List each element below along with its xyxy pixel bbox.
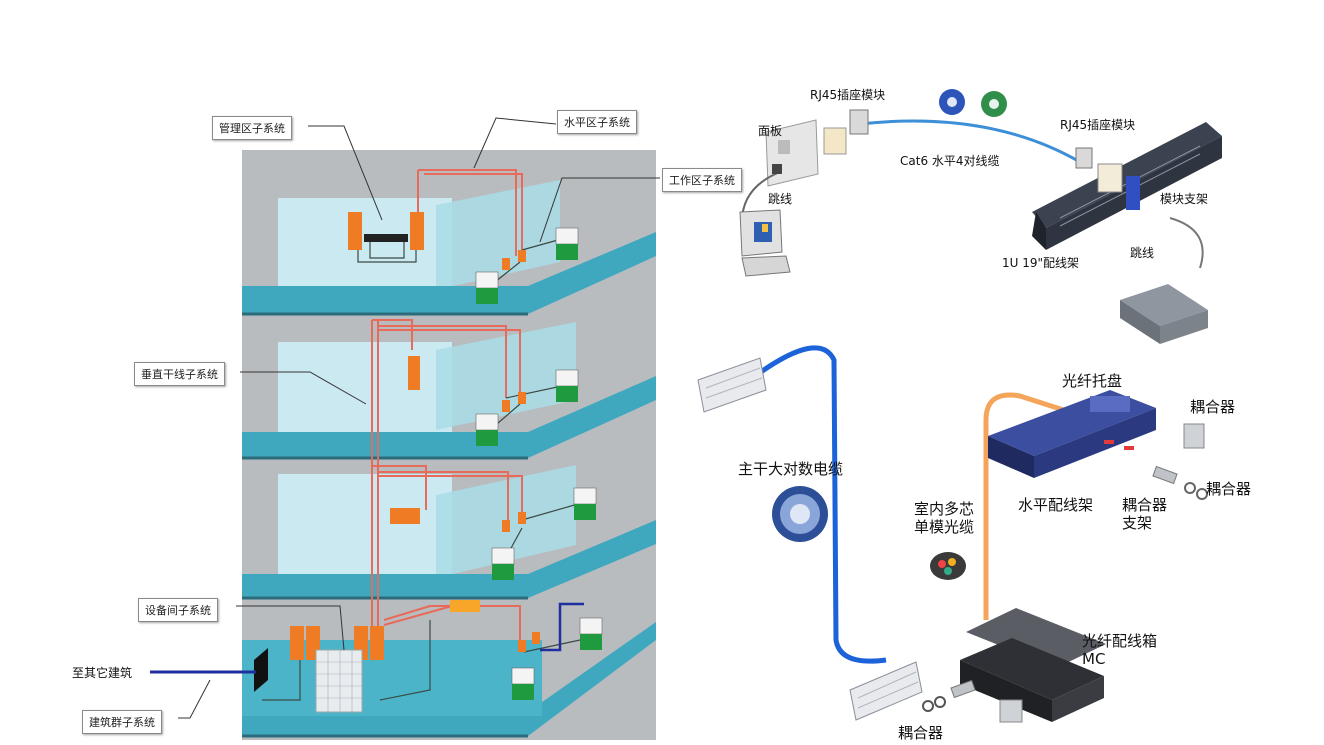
patch-cord-plug-left	[772, 164, 782, 174]
floor1-connector	[450, 600, 480, 612]
patch-cord-right-line	[1169, 217, 1204, 269]
floor3-rack	[408, 356, 420, 390]
fiber-distribution-box-icon	[960, 608, 1106, 722]
callout-building-group-subsystem: 建筑群子系统	[82, 710, 162, 734]
label-indoor-fiber-cable: 室内多芯 单模光缆	[914, 500, 974, 536]
splice-tray-icon	[1090, 396, 1130, 412]
coupler-bottom-icon	[922, 679, 1023, 723]
computer-icon	[739, 209, 791, 277]
copper-section	[739, 89, 1222, 344]
rj45-module-left-icon	[823, 127, 847, 155]
label-coupler-top: 耦合器	[1190, 398, 1236, 416]
red-cabling	[371, 169, 523, 650]
room-wall-floor-4	[278, 198, 452, 300]
backbone-section	[697, 345, 923, 721]
rj45-connector-right-icon	[1075, 147, 1093, 169]
floor-slab-1	[242, 622, 656, 736]
callout-leaders	[178, 117, 660, 719]
coupler-ports	[1104, 440, 1134, 450]
callout-equipment-room-subsystem: 设备间子系统	[138, 598, 218, 622]
label-patch-panel-1u: 1U 19"配线架	[1002, 256, 1080, 270]
outlets	[502, 250, 540, 652]
workstations	[475, 227, 603, 700]
room-wall-floor-3	[278, 342, 452, 442]
label-cat6-cable: Cat6 水平4对线缆	[900, 154, 1000, 168]
label-to-other-buildings: 至其它建筑	[72, 666, 133, 680]
label-faceplate: 面板	[758, 124, 783, 138]
label-rj45-module-left: RJ45插座模块	[810, 88, 886, 102]
fiber-cable-line	[983, 392, 1077, 620]
callout-vertical-backbone-subsystem: 垂直干线子系统	[134, 362, 225, 386]
faceplate-port	[778, 140, 790, 154]
label-rj45-module-right: RJ45插座模块	[1060, 118, 1136, 132]
label-fiber-distribution-box: 光纤配线箱 MC	[1082, 632, 1157, 668]
label-horizontal-frame: 水平配线架	[1018, 496, 1094, 514]
eq-rack-1	[290, 626, 304, 660]
glass-partition-4	[436, 180, 560, 290]
label-mc: MC	[1082, 650, 1106, 668]
backbone-patch-panel-bottom-icon	[849, 661, 923, 721]
coupler-top-icon	[1183, 423, 1205, 449]
label-patch-cord-left: 跳线	[768, 192, 793, 206]
label-distribution-box: 光纤配线箱	[1082, 632, 1158, 650]
building	[150, 117, 660, 740]
eq-cabinet-grid	[316, 650, 362, 712]
mgmt-rack-right	[410, 212, 424, 250]
coupler-right-icon	[1152, 465, 1208, 500]
label-splice-tray: 光纤托盘	[1062, 372, 1123, 390]
callout-work-area-subsystem: 工作区子系统	[662, 168, 742, 192]
eq-rack-4	[370, 626, 384, 660]
mgmt-switch	[364, 234, 408, 242]
network-switch-icon	[1120, 284, 1208, 344]
rj45-connector-icon	[849, 109, 869, 135]
horizontal-frame-icon	[988, 390, 1156, 478]
label-coupler-bracket-line2: 支架	[1122, 514, 1153, 532]
mgmt-rack-left	[348, 212, 362, 250]
label-large-pair-cable: 主干大对数电缆	[738, 460, 844, 478]
fiber-section	[922, 390, 1208, 723]
cable-cross-section-icon	[772, 486, 828, 542]
floor-slab-4	[242, 232, 656, 314]
room-wall-floor-2	[278, 474, 452, 574]
label-indoor-cable-line1: 室内多芯	[914, 500, 975, 518]
floor-slab-3	[242, 376, 656, 458]
large-pair-cable-line	[756, 345, 887, 664]
backbone-patch-panel-top-icon	[697, 357, 767, 413]
label-patch-cord-right: 跳线	[1130, 246, 1155, 260]
label-module-bracket: 模块支架	[1160, 192, 1209, 206]
floor1-stair-line	[540, 602, 584, 652]
ground-room-floor	[242, 640, 542, 716]
label-coupler-bracket: 耦合器 支架	[1122, 496, 1167, 532]
fiber-cable-cross-section-icon	[930, 552, 966, 580]
floor2-box	[390, 508, 420, 524]
module-bracket-icon	[1126, 176, 1140, 210]
callout-horizontal-subsystem: 水平区子系统	[557, 110, 637, 134]
label-coupler-bracket-line1: 耦合器	[1122, 496, 1168, 514]
cat6-cable-line	[859, 119, 1081, 164]
floor-slab-2	[242, 520, 656, 598]
entrance-panel	[254, 648, 268, 692]
eq-cabinet	[315, 649, 363, 713]
rj45-module-right-icon	[1097, 163, 1123, 193]
label-indoor-cable-line2: 单模光缆	[914, 518, 975, 536]
label-coupler-right: 耦合器	[1206, 480, 1252, 498]
label-coupler-bottom: 耦合器	[898, 724, 944, 742]
callout-management-subsystem: 管理区子系统	[212, 116, 292, 140]
